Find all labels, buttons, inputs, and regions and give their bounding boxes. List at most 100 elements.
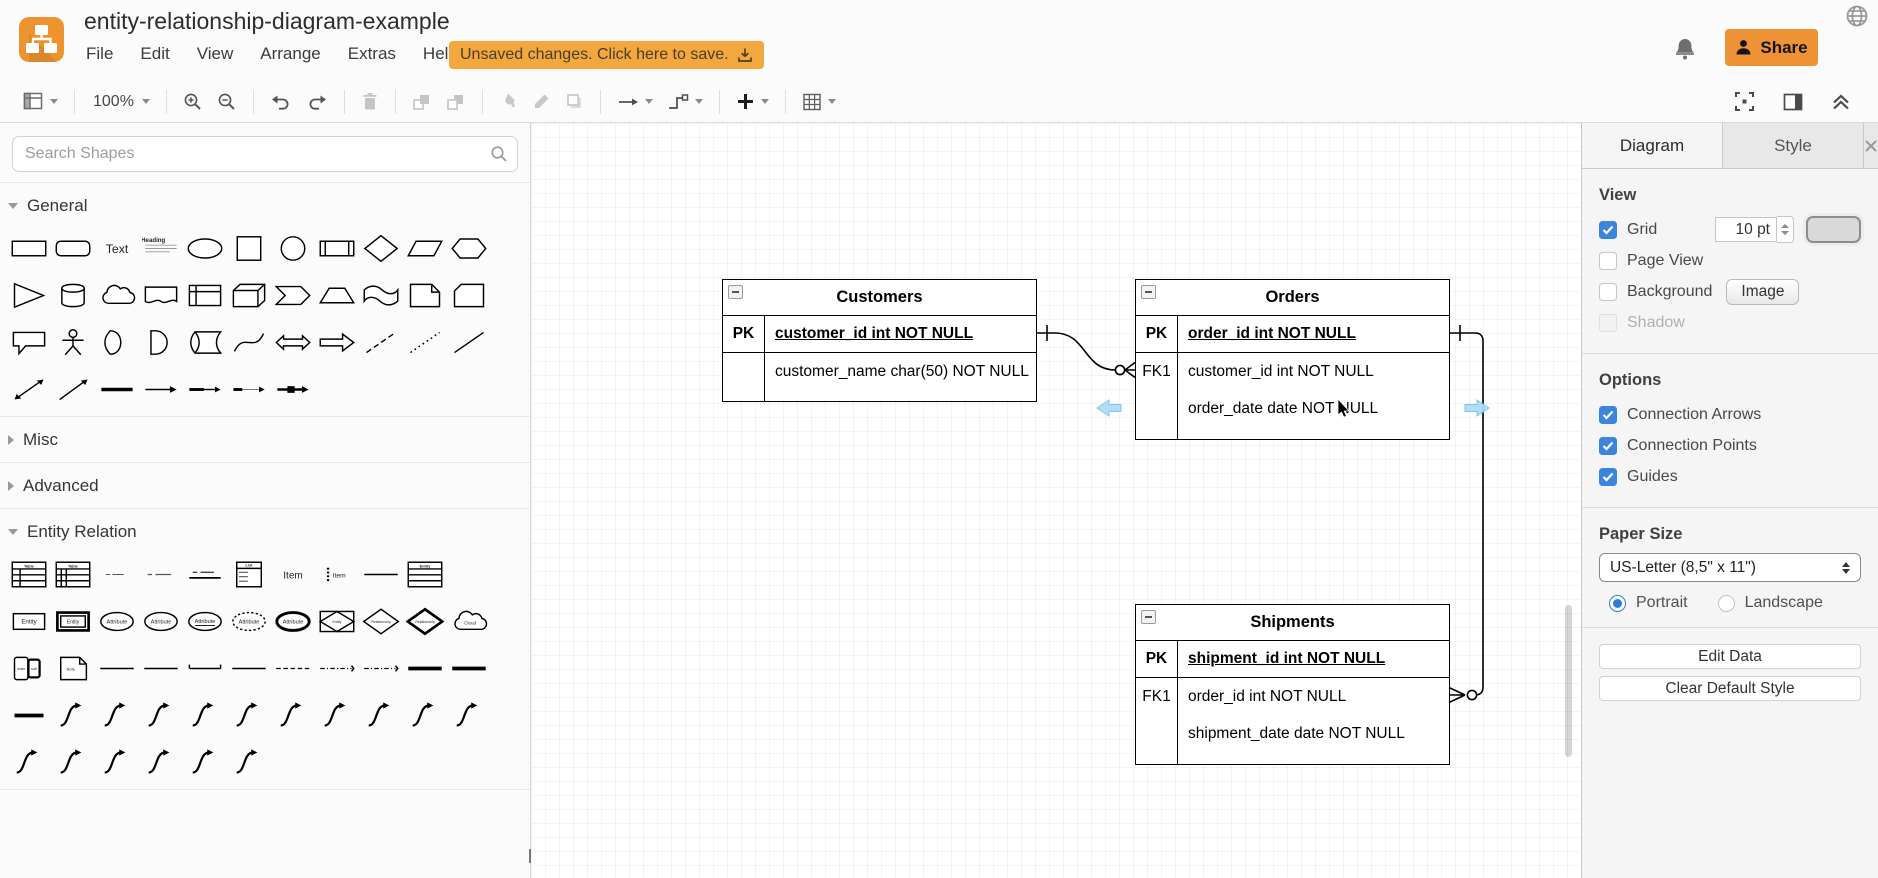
shape-note[interactable] [404, 279, 446, 312]
shape-cloud2[interactable]: Cloud [448, 605, 490, 638]
shape-biarrow[interactable] [272, 326, 314, 359]
shape-ellipse[interactable] [184, 232, 226, 265]
shape-diag[interactable] [52, 373, 94, 406]
redo-button[interactable] [299, 89, 335, 115]
shape-rowuline[interactable] [184, 558, 226, 591]
canvas-vertical-scrollbar[interactable] [1565, 605, 1572, 757]
shape-jump[interactable] [360, 699, 402, 732]
shape-attruline[interactable]: Attribute [184, 605, 226, 638]
shape-card[interactable] [448, 279, 490, 312]
relation-orders-shipments[interactable] [1448, 325, 1484, 704]
er-column-row[interactable]: shipment_date date NOT NULL [1136, 715, 1449, 752]
language-globe-icon[interactable] [1845, 4, 1869, 33]
fill-color-button[interactable] [492, 88, 525, 115]
menu-view[interactable]: View [196, 44, 234, 63]
collapse-minus-icon[interactable] [1141, 285, 1156, 299]
clear-default-style-button[interactable]: Clear Default Style [1599, 676, 1861, 701]
collapse-expand-button[interactable] [1824, 89, 1858, 115]
er-column-row[interactable]: customer_name char(50) NOT NULL [723, 353, 1036, 390]
connection-style-button[interactable] [610, 90, 660, 114]
portrait-radio[interactable] [1609, 594, 1626, 612]
shape-dashdot[interactable] [316, 652, 358, 685]
shape-jump[interactable] [52, 746, 94, 779]
shape-jump[interactable] [96, 746, 138, 779]
sidebar-section-entity-relation[interactable]: Entity Relation [0, 508, 530, 554]
grid-size-stepper[interactable] [1777, 216, 1794, 243]
menu-edit[interactable]: Edit [140, 44, 170, 63]
shape-entitybold[interactable]: Entity [52, 605, 94, 638]
shape-list[interactable]: List [228, 558, 270, 591]
sidebar-section-advanced[interactable]: Advanced [0, 462, 530, 508]
shape-boldl[interactable] [448, 652, 490, 685]
shape-seg2[interactable] [228, 373, 270, 406]
shape-jump[interactable] [8, 746, 50, 779]
shape-hline[interactable] [228, 652, 270, 685]
tab-style[interactable]: Style [1723, 123, 1864, 168]
zoom-level-dropdown[interactable]: 100% [84, 89, 157, 115]
shape-jump[interactable] [140, 746, 182, 779]
sidebar-section-general[interactable]: General [0, 182, 530, 228]
share-button[interactable]: Share [1725, 29, 1818, 66]
shape-rowtiny2[interactable] [140, 558, 182, 591]
grid-checkbox[interactable] [1599, 220, 1617, 239]
shape-curve[interactable] [228, 326, 270, 359]
shape-jump[interactable] [404, 699, 446, 732]
delete-button[interactable] [354, 88, 386, 116]
line-color-button[interactable] [525, 88, 558, 115]
shape-hline[interactable] [360, 558, 402, 591]
grid-size-input[interactable] [1715, 217, 1777, 242]
collapse-minus-icon[interactable] [728, 285, 743, 299]
shape-jump[interactable] [140, 699, 182, 732]
shape-process[interactable] [316, 232, 358, 265]
shape-rect[interactable] [8, 232, 50, 265]
shape-entrows[interactable]: Entity [404, 558, 446, 591]
shape-assoc[interactable]: Entity [316, 605, 358, 638]
background-image-button[interactable]: Image [1726, 278, 1800, 305]
shape-itemdots[interactable]: Item [316, 558, 358, 591]
tab-diagram[interactable]: Diagram [1582, 123, 1723, 168]
shape-or[interactable] [96, 326, 138, 359]
shape-attrdot[interactable]: Attribute [228, 605, 270, 638]
to-front-button[interactable] [405, 88, 439, 116]
shape-textbox[interactable]: Heading [140, 232, 182, 265]
guides-checkbox[interactable] [1599, 467, 1617, 486]
shape-hline[interactable] [140, 652, 182, 685]
shape-boldl[interactable] [404, 652, 446, 685]
menu-arrange[interactable]: Arrange [260, 44, 321, 63]
undo-button[interactable] [263, 89, 299, 115]
shape-hline[interactable] [96, 652, 138, 685]
menu-extras[interactable]: Extras [347, 44, 396, 63]
shape-dashdot[interactable] [360, 652, 402, 685]
shape-actor[interactable] [52, 326, 94, 359]
shape-jump[interactable] [228, 699, 270, 732]
shape-itemlabel[interactable]: Item [272, 558, 314, 591]
shape-tri[interactable] [8, 279, 50, 312]
shape-dashline[interactable] [360, 326, 402, 359]
edit-data-button[interactable]: Edit Data [1599, 644, 1861, 669]
shape-seg1[interactable] [184, 373, 226, 406]
paper-size-select[interactable]: US-Letter (8,5" x 11") [1599, 553, 1861, 582]
shape-jump[interactable] [184, 699, 226, 732]
landscape-radio[interactable] [1717, 594, 1735, 612]
table-button[interactable] [795, 88, 843, 116]
connection-points-checkbox[interactable] [1599, 436, 1617, 455]
to-back-button[interactable] [439, 88, 473, 116]
shape-ertab2[interactable]: Table [52, 558, 94, 591]
shape-dashl[interactable] [272, 652, 314, 685]
shape-para[interactable] [404, 232, 446, 265]
grid-color-swatch[interactable] [1806, 216, 1861, 243]
shape-arrow[interactable] [316, 326, 358, 359]
shape-jump[interactable] [96, 699, 138, 732]
insert-button[interactable] [729, 88, 776, 115]
shape-attr[interactable]: Attribute [140, 605, 182, 638]
shape-dstore[interactable] [184, 326, 226, 359]
shape-jump[interactable] [228, 746, 270, 779]
shape-ertab1[interactable]: Table [8, 558, 50, 591]
